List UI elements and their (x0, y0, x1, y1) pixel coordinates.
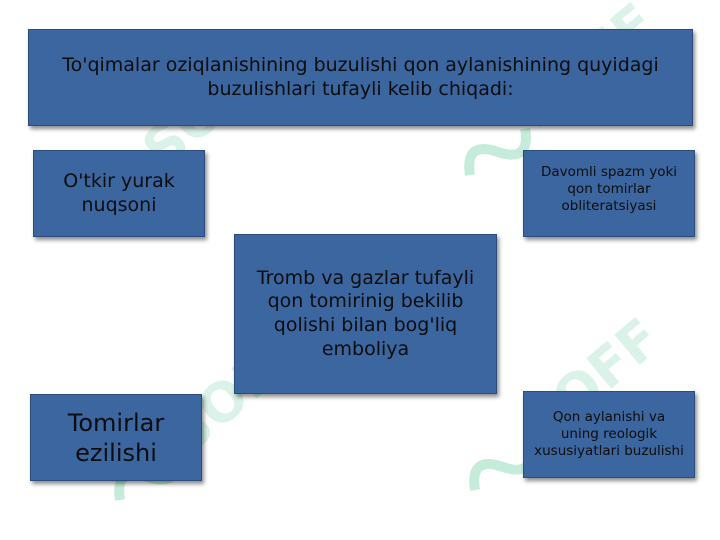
box-acute-heart-defect-text: O'tkir yurak nuqsoni (63, 169, 175, 216)
title-text: To'qimalar oziqlanishining buzulishi qon… (62, 53, 659, 100)
box-spasm-obliteration: Davomli spazm yoki qon tomirlar oblitera… (523, 150, 695, 237)
box-spasm-obliteration-text: Davomli spazm yoki qon tomirlar oblitera… (540, 164, 678, 214)
title-box: To'qimalar oziqlanishining buzulishi qon… (28, 29, 693, 126)
box-embolism: Tromb va gazlar tufayli qon tomirinig be… (234, 234, 497, 394)
box-blood-circulation-rheology-text: Qon aylanishi va uning reologik xususiya… (534, 409, 684, 459)
box-vessel-compression-text: Tomirlar ezilishi (67, 408, 165, 467)
box-embolism-text: Tromb va gazlar tufayli qon tomirinig be… (256, 266, 475, 360)
box-blood-circulation-rheology: Qon aylanishi va uning reologik xususiya… (523, 391, 695, 478)
box-acute-heart-defect: O'tkir yurak nuqsoni (33, 150, 205, 237)
box-vessel-compression: Tomirlar ezilishi (30, 394, 202, 481)
